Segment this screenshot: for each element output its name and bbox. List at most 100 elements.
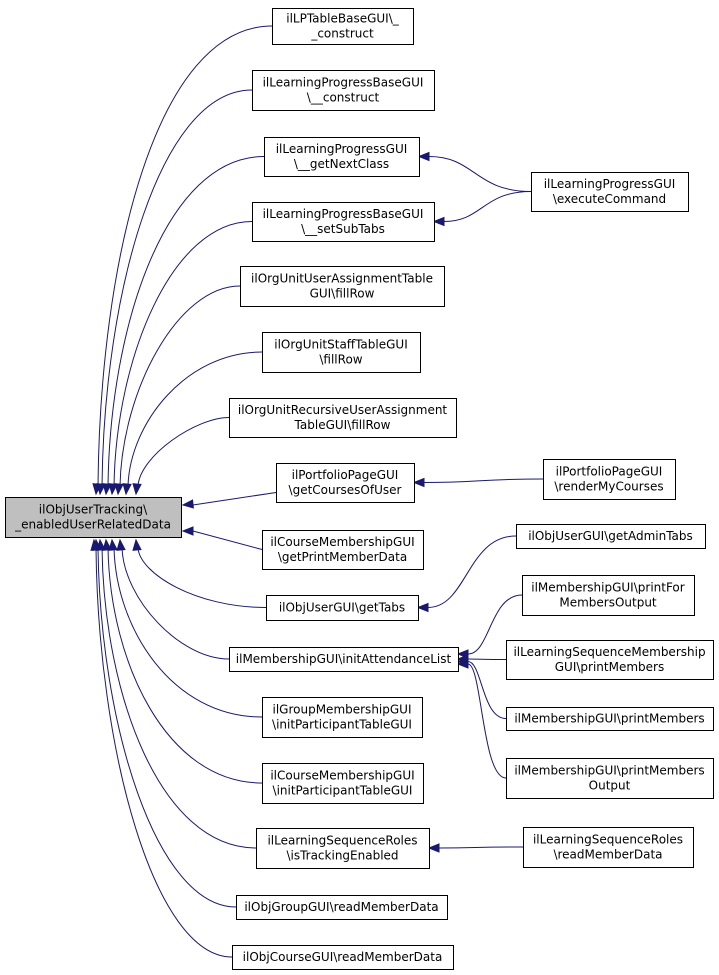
- edge-arrowhead: [412, 477, 425, 488]
- edge-line: [97, 547, 237, 908]
- node-n6[interactable]: ilOrgUnitStaffTableGUI\fillRow: [262, 332, 421, 373]
- node-m3[interactable]: ilObjUserGUI\getAdminTabs: [516, 524, 706, 549]
- node-label: ilLearningSequenceRoles: [267, 834, 417, 848]
- node-box: [262, 763, 424, 804]
- edge-arrowhead: [416, 602, 429, 613]
- node-label: ilLPTableBaseGUI\_: [286, 12, 400, 26]
- node-n11[interactable]: ilMembershipGUI\initAttendanceList: [229, 647, 459, 672]
- node-label: ilCourseMembershipGUI: [270, 769, 414, 783]
- node-n9[interactable]: ilCourseMembershipGUI\getPrintMemberData: [262, 530, 424, 570]
- node-label: \fillRow: [319, 353, 362, 367]
- node-label: ilObjCourseGUI\readMemberData: [243, 950, 443, 964]
- node-label: \executeCommand: [553, 192, 666, 206]
- node-label: ilObjUserGUI\getTabs: [279, 601, 405, 615]
- node-m6[interactable]: ilMembershipGUI\printMembers: [506, 707, 714, 731]
- node-label: MembersOutput: [559, 596, 657, 610]
- node-root[interactable]: ilObjUserTracking\_enabledUserRelatedDat…: [5, 497, 182, 538]
- edge-m3-n10: [416, 535, 517, 613]
- node-box: [543, 459, 676, 500]
- edge-line: [107, 156, 265, 487]
- node-label: ilGroupMembershipGUI: [273, 703, 412, 717]
- node-n15[interactable]: ilObjGroupGUI\readMemberData: [236, 895, 448, 920]
- edge-n13-root: [102, 538, 263, 784]
- node-label: ilObjGroupGUI\readMemberData: [244, 900, 438, 914]
- node-box: [262, 697, 423, 738]
- node-label: \getPrintMemberData: [278, 550, 407, 564]
- node-label: ilMembershipGUI\printFor: [531, 581, 685, 595]
- edge-n6-root: [122, 351, 263, 496]
- node-n12[interactable]: ilGroupMembershipGUI\initParticipantTabl…: [262, 697, 423, 738]
- node-box: [262, 530, 424, 570]
- edge-line: [192, 530, 263, 550]
- node-box: [264, 137, 420, 177]
- edge-n14-root: [96, 538, 257, 849]
- edge-line: [467, 663, 507, 779]
- node-box: [229, 647, 459, 672]
- edge-n4-root: [108, 221, 253, 496]
- edge-line: [95, 547, 233, 958]
- node-n3[interactable]: ilLearningProgressGUI\__getNextClass: [264, 137, 420, 177]
- node-box: [506, 758, 714, 799]
- edge-arrowhead: [116, 538, 126, 551]
- edge-n3-root: [102, 156, 265, 496]
- node-label: _enabledUserRelatedData: [14, 518, 171, 532]
- edge-line: [101, 547, 257, 849]
- edge-arrowhead: [102, 538, 112, 551]
- node-label: ilLearningProgressGUI: [276, 142, 408, 156]
- node-m5[interactable]: ilLearningSequenceMembershipGUI\printMem…: [506, 640, 714, 680]
- node-box: [252, 70, 435, 111]
- node-box: [266, 595, 419, 621]
- node-n1[interactable]: ilLPTableBaseGUI\__construct: [272, 8, 414, 45]
- edge-arrowhead: [108, 538, 118, 551]
- node-m2[interactable]: ilPortfolioPageGUI\renderMyCourses: [543, 459, 676, 500]
- edge-arrowhead: [427, 843, 440, 853]
- edge-line: [97, 25, 273, 487]
- edge-line: [107, 547, 263, 784]
- edge-n8-root: [181, 492, 277, 509]
- edge-line: [467, 661, 507, 719]
- edge-line: [467, 658, 507, 660]
- node-m1[interactable]: ilLearningProgressGUI\executeCommand: [531, 172, 689, 212]
- edge-line: [113, 547, 263, 718]
- node-label: \__construct: [307, 91, 380, 105]
- edge-arrowhead: [181, 499, 194, 509]
- node-label: ilPortfolioPageGUI: [556, 465, 663, 479]
- node-label: \readMemberData: [553, 848, 662, 862]
- node-label: _construct: [310, 27, 374, 41]
- nodes-layer: ilObjUserTracking\_enabledUserRelatedDat…: [5, 8, 714, 970]
- node-n2[interactable]: ilLearningProgressBaseGUI\__construct: [252, 70, 435, 111]
- edge-arrowhead: [181, 526, 194, 536]
- node-label: \renderMyCourses: [554, 480, 663, 494]
- node-n14[interactable]: ilLearningSequenceRoles\isTrackingEnable…: [256, 828, 430, 869]
- node-box: [232, 945, 454, 970]
- node-n10[interactable]: ilObjUserGUI\getTabs: [266, 595, 419, 621]
- node-box: [523, 827, 694, 868]
- node-box: [506, 707, 714, 731]
- node-box: [252, 202, 435, 242]
- node-box: [522, 575, 695, 616]
- node-label: ilMembershipGUI\initAttendanceList: [236, 652, 452, 666]
- node-n8[interactable]: ilPortfolioPageGUI\getCoursesOfUser: [276, 463, 415, 503]
- node-label: \isTrackingEnabled: [286, 849, 398, 863]
- edge-n16-root: [90, 538, 233, 958]
- node-box: [531, 172, 689, 212]
- node-box: [5, 497, 182, 538]
- edge-arrowhead: [90, 538, 100, 551]
- node-m8[interactable]: ilLearningSequenceRoles\readMemberData: [523, 827, 694, 868]
- edge-line: [423, 478, 544, 483]
- edge-arrowhead: [132, 538, 142, 551]
- edge-n10-root: [132, 538, 267, 608]
- node-n4[interactable]: ilLearningProgressBaseGUI\__setSubTabs: [252, 202, 435, 242]
- node-n16[interactable]: ilObjCourseGUI\readMemberData: [232, 945, 454, 970]
- node-label: ilMembershipGUI\printMembers: [514, 764, 704, 778]
- node-n13[interactable]: ilCourseMembershipGUI\initParticipantTab…: [262, 763, 424, 804]
- edge-line: [119, 285, 241, 487]
- node-n7[interactable]: ilOrgUnitRecursiveUserAssignmentTableGUI…: [229, 398, 457, 438]
- edge-line: [121, 547, 230, 660]
- node-label: ilOrgUnitUserAssignmentTable: [251, 272, 433, 286]
- node-label: GUI\printMembers: [555, 660, 664, 674]
